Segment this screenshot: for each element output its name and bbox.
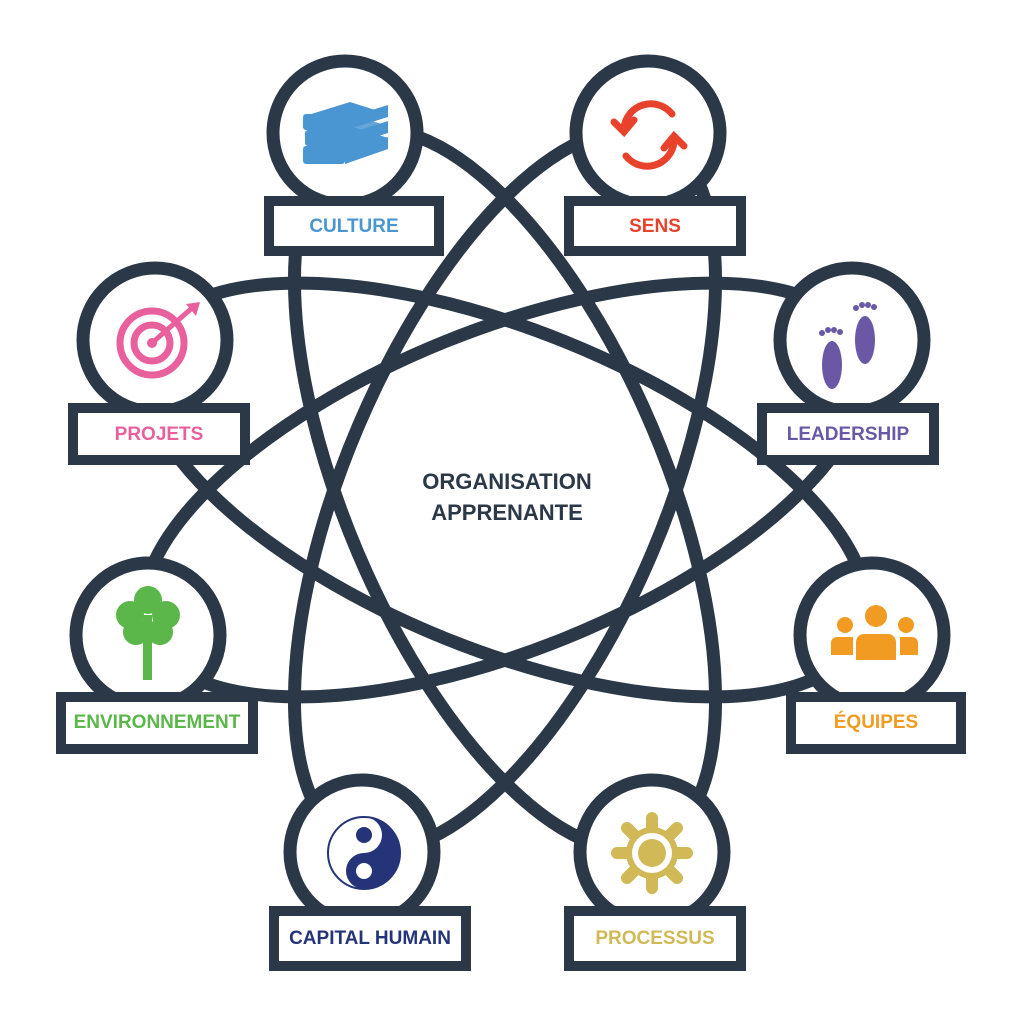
center-title-line1: ORGANISATION <box>422 469 591 494</box>
node-leadership: LEADERSHIP <box>757 261 939 465</box>
node-capital-humain: CAPITAL HUMAIN <box>269 773 471 971</box>
books-icon <box>303 102 388 164</box>
center-title-line2: APPRENANTE <box>431 500 583 525</box>
node-culture: CULTURE <box>264 54 444 256</box>
label-capital-humain: CAPITAL HUMAIN <box>289 928 451 949</box>
node-processus: PROCESSUS <box>564 773 746 971</box>
tree-icon <box>116 586 180 680</box>
center-title: ORGANISATION APPRENANTE <box>422 469 591 525</box>
node-environnement: ENVIRONNEMENT <box>56 556 258 754</box>
target-icon <box>116 302 200 379</box>
label-environnement: ENVIRONNEMENT <box>74 712 241 733</box>
node-projets: PROJETS <box>68 261 250 465</box>
label-processus: PROCESSUS <box>595 928 714 949</box>
label-equipes: ÉQUIPES <box>834 711 918 733</box>
label-leadership: LEADERSHIP <box>787 424 910 445</box>
gear-icon <box>611 812 693 894</box>
team-icon <box>831 605 918 660</box>
footprints-icon <box>819 302 877 389</box>
refresh-cycle-icon <box>610 100 688 170</box>
node-sens: SENS <box>564 54 746 256</box>
label-projets: PROJETS <box>115 424 204 445</box>
yin-yang-icon <box>327 816 401 890</box>
node-equipes: ÉQUIPES <box>786 556 966 754</box>
label-culture: CULTURE <box>309 216 398 237</box>
label-sens: SENS <box>629 216 681 237</box>
